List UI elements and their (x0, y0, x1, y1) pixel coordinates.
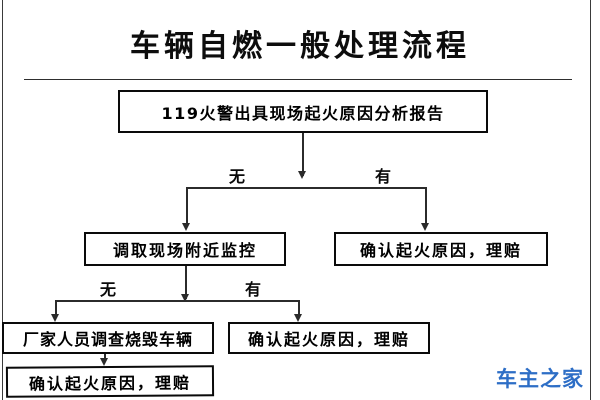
title-divider (24, 79, 572, 80)
node-factory-label: 厂家人员调查烧毁车辆 (22, 330, 193, 349)
edge-level1-splitbar (186, 187, 426, 189)
branch-label-level2-right: 有 (245, 280, 262, 299)
edge-level1-left-drop (186, 187, 188, 227)
edge-root-stem (302, 133, 304, 176)
edge-level2-left-drop (55, 300, 57, 318)
edge-monitor-stem (185, 266, 187, 299)
node-monitor: 调取现场附近监控 (84, 232, 286, 266)
page-title: 车辆自燃一般处理流程 (130, 29, 470, 64)
node-confirm-a: 确认起火原因，理赔 (334, 232, 548, 266)
edge-factory-stem-arrowhead (100, 358, 108, 366)
edge-level1-left-arrowhead (182, 223, 190, 231)
node-confirm-b: 确认起火原因，理赔 (228, 322, 430, 354)
branch-label-level1-left: 无 (229, 167, 246, 186)
edge-level2-left-arrowhead (51, 314, 59, 322)
node-confirm-c-label: 确认起火原因，理赔 (28, 372, 192, 394)
node-root: 119火警出具现场起火原因分析报告 (118, 90, 488, 133)
page-border-right (590, 0, 591, 400)
branch-label-level2-left: 无 (100, 280, 117, 299)
edge-level1-right-arrowhead (421, 223, 429, 231)
watermark-logo: 车主之家 (496, 367, 584, 391)
node-confirm-c: 确认起火原因，理赔 (5, 365, 215, 398)
node-monitor-label: 调取现场附近监控 (112, 241, 257, 260)
edge-level1-right-drop (425, 187, 427, 227)
edge-root-stem-arrowhead (298, 171, 306, 179)
page-border-left (2, 0, 3, 400)
node-factory: 厂家人员调查烧毁车辆 (2, 322, 214, 354)
edge-level2-right-arrowhead (294, 314, 302, 322)
node-confirm-b-label: 确认起火原因，理赔 (247, 330, 410, 349)
node-root-label: 119火警出具现场起火原因分析报告 (161, 103, 445, 123)
node-confirm-a-label: 确认起火原因，理赔 (359, 241, 522, 260)
edge-level2-splitbar (55, 300, 299, 302)
edge-level2-right-drop (298, 300, 300, 318)
edge-monitor-stem-arrowhead (181, 294, 189, 302)
branch-label-level1-right: 有 (375, 167, 392, 186)
